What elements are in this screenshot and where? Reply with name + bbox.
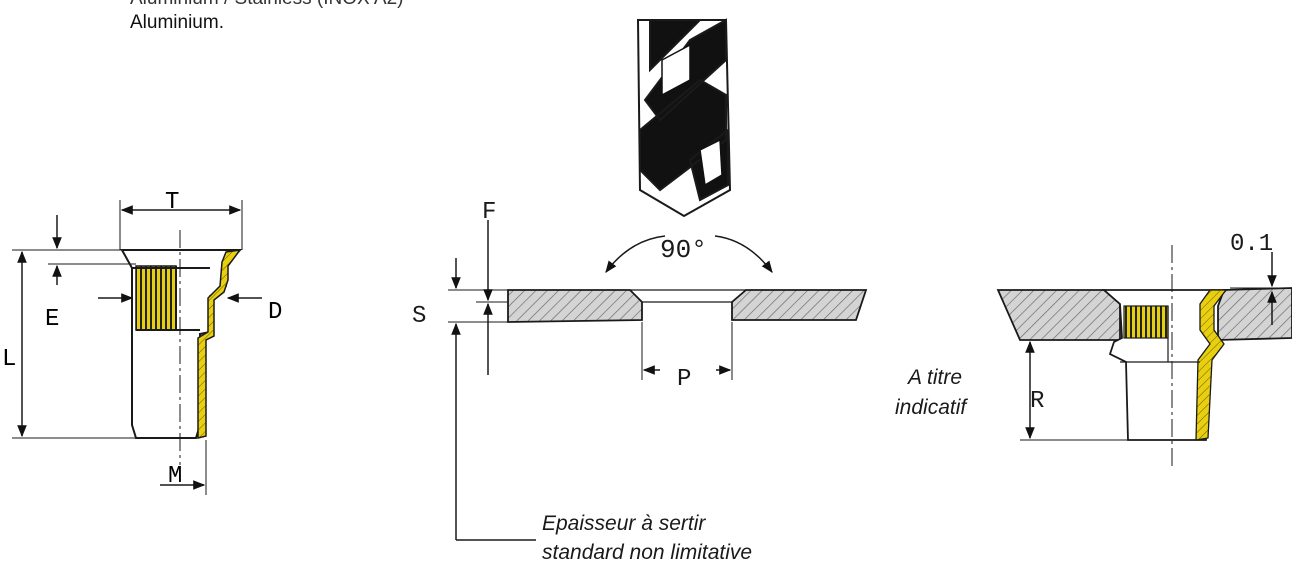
dim-F: F [482,199,496,226]
dim-R: R [1030,388,1044,415]
dim-S: S [412,303,426,330]
angle-label: 90° [660,235,707,265]
dim-D: D [268,299,282,326]
rivet-nut-drawing [12,200,262,495]
note-indicative-1: A titre [908,366,963,389]
plate-with-countersink [507,289,868,323]
note-crimp-1: Epaisseur à sertir [542,512,706,535]
dim-T: T [165,189,179,216]
angle-90-annotation [605,235,773,273]
installed-section-yellow [1195,289,1228,441]
rivet-thread [135,265,177,331]
installed-thread [1123,305,1169,339]
note-indicative-2: indicatif [895,396,967,419]
drill-bit-drawing [636,18,732,218]
dim-clearance: 0.1 [1230,231,1273,258]
header-line-2: Aluminium. [130,12,224,33]
dim-L: L [2,346,16,373]
note-crimp-2: standard non limitative [542,541,753,564]
installed-rivet-drawing [996,245,1292,470]
dim-E: E [45,306,59,333]
header-line-1: Aluminium / Stainless (INOX A2) [130,0,403,10]
dim-P: P [677,366,691,393]
rivet-section-yellow [197,249,242,439]
dim-M: M [168,463,182,490]
